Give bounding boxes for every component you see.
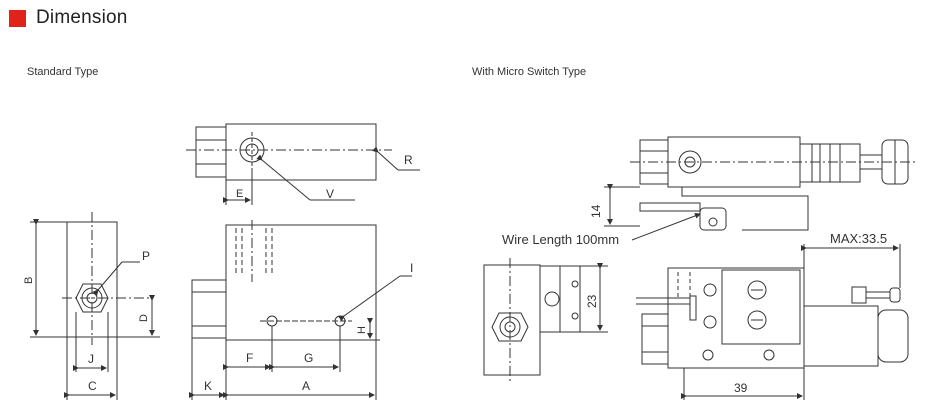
dim-label-r: R — [404, 153, 413, 167]
dim-label-v: V — [326, 187, 334, 201]
standard-front-view — [189, 220, 412, 400]
standard-type-label: Standard Type — [27, 66, 99, 78]
micro-switch-top-view — [604, 136, 918, 241]
dim-label-14: 14 — [589, 204, 603, 218]
dim-label-39: 39 — [734, 381, 748, 395]
standard-top-view — [186, 123, 420, 205]
section-title: Dimension — [36, 7, 128, 28]
dim-label-d: D — [138, 314, 150, 322]
micro-switch-front-view — [636, 244, 909, 400]
micro-switch-type-label: With Micro Switch Type — [472, 66, 587, 78]
dim-label-i: I — [410, 261, 413, 275]
section-header: Dimension — [9, 6, 128, 30]
dim-label-j: J — [88, 352, 94, 366]
dim-label-k: K — [204, 379, 212, 393]
dim-label-e: E — [236, 188, 243, 200]
dim-label-h: H — [356, 326, 368, 334]
red-square-icon — [9, 9, 26, 27]
wire-length-label: Wire Length 100mm — [502, 232, 619, 247]
max-label: MAX:33.5 — [830, 231, 887, 246]
dim-label-23: 23 — [585, 294, 599, 308]
dim-label-f: F — [246, 351, 253, 365]
dim-label-g: G — [304, 351, 313, 365]
dim-label-b: B — [23, 277, 35, 284]
dim-label-c: C — [88, 379, 97, 393]
dim-label-p: P — [142, 249, 150, 263]
standard-side-view — [30, 212, 160, 400]
dim-label-a: A — [302, 379, 310, 393]
micro-switch-side-view — [483, 258, 608, 382]
